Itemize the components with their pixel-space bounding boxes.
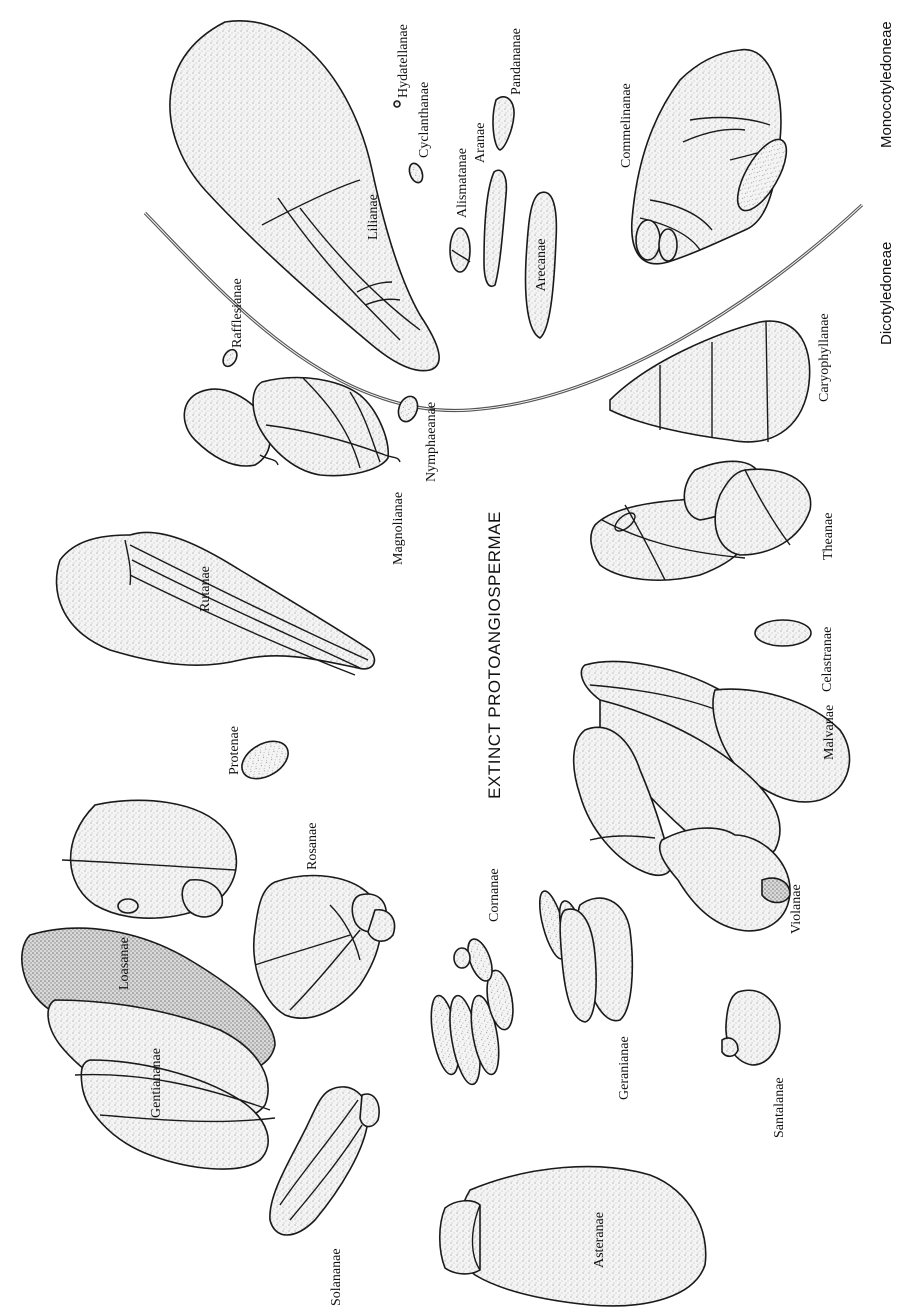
theanae-label: Theanae [821,513,836,560]
alismatanae-shape [450,228,470,272]
hydatellanae-shape [394,101,400,107]
geranianae-group [534,889,632,1022]
rosanae-group [254,876,395,1019]
rafflesianae-label: Rafflesianae [230,278,245,348]
celastranae-label: Celastranae [820,627,835,692]
nymphaeanae-label: Nymphaeanae [424,402,439,482]
commelinanae-label: Commelinanae [619,83,634,168]
pandananae-shape [493,97,514,150]
nymphaeanae-shape [395,394,421,425]
caryophyllanae-label: Caryophyllanae [817,313,832,402]
loasanae-group [62,800,236,918]
santalanae-label: Santalanae [772,1077,787,1138]
alismatanae-label: Alismatanae [455,148,470,218]
theanae-group [591,461,811,580]
dicotyledoneae-label: Dicotyledoneae [878,242,895,345]
malvanae-label: Malvanae [822,705,837,760]
cornanae-label: Cornanae [487,868,502,922]
cyclanthanae-label: Cyclanthanae [417,82,432,158]
pandananae-label: Pandananae [509,28,524,95]
commelinanae-group [632,50,796,264]
extinct-protoangiospermae-label: EXTINCT PROTOANGIOSPERMAE [485,511,504,799]
solananae-label: Solananae [329,1248,344,1306]
solananae-group [270,1087,379,1235]
asteranae-label: Asteranae [592,1212,607,1268]
magnolianae-label: Magnolianae [391,492,406,565]
violanae-label: Violanae [789,884,804,934]
celastranae-shape [755,620,811,646]
caryophyllanae-group [610,321,810,442]
lilianae-label: Lilianae [366,194,381,240]
gentiananae-label: Gentiananae [149,1048,164,1118]
aranae-shape [484,170,506,286]
rafflesianae-shape [220,347,239,369]
rutanae-label: Rutanae [198,566,213,612]
rosanae-label: Rosanae [305,823,320,870]
cyclanthanae-shape [407,162,425,185]
rutanae-group [57,532,375,675]
loasanae-label: Loasanae [117,937,132,990]
santalanae-group [722,990,780,1065]
protenae-label: Protenae [227,726,242,775]
loasanae-small-shape [118,899,138,913]
arecanae-label: Arecanae [534,239,549,292]
aranae-label: Aranae [473,123,488,163]
monocotyledoneae-label: Monocotyledoneae [878,21,895,148]
protenae-shape [235,734,294,787]
hydatellanae-label: Hydatellanae [396,24,411,98]
asteranae-group [440,1167,706,1306]
cornanae-group [426,936,517,1087]
geranianae-label: Geranianae [617,1036,632,1100]
